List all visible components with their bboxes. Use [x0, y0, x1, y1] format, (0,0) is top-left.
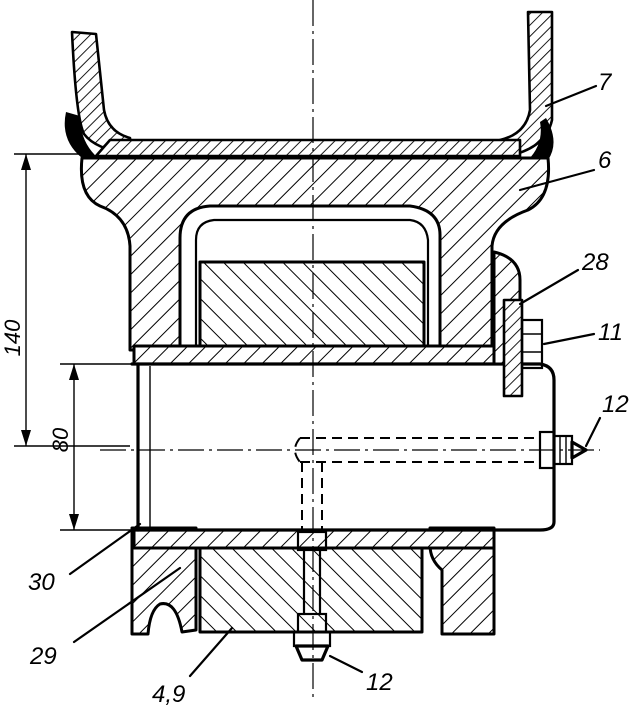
label-29: 29: [29, 643, 57, 670]
dimension-80-label: 80: [48, 427, 73, 452]
bolt-head: [520, 318, 544, 370]
label-30: 30: [28, 569, 55, 596]
label-11: 11: [598, 319, 623, 346]
upper-bushing-ring: [132, 344, 496, 366]
upper-roller-block: [198, 260, 426, 350]
lock-washer: [502, 298, 524, 398]
weld-left: [64, 112, 98, 158]
leader-lines: [68, 84, 602, 678]
retaining-plate-assembly: [492, 250, 544, 398]
left-lower-flange: [130, 526, 198, 636]
upper-housing-shell: [64, 10, 554, 160]
axle-outline: [130, 362, 556, 532]
shell-bottom-plate: [94, 138, 522, 158]
dimension-80: [60, 363, 132, 531]
label-12-right: 12: [602, 391, 629, 418]
dimension-140: [14, 153, 130, 447]
carrier-body: [79, 156, 551, 352]
shell-left-wall: [70, 30, 134, 156]
label-4-9: 4,9: [152, 681, 185, 708]
dimension-140-label: 140: [0, 319, 25, 356]
grease-nipple-bottom: [292, 530, 332, 662]
weld-right: [528, 118, 554, 160]
label-12-bottom: 12: [366, 669, 393, 696]
label-6: 6: [598, 147, 612, 174]
axle-pin: [130, 362, 556, 532]
carrier-cavity-outline: [194, 218, 430, 352]
label-7: 7: [598, 69, 613, 96]
lower-roller-block: [198, 546, 424, 634]
lube-channel-end: [294, 437, 301, 463]
carrier-body-section: [79, 156, 551, 352]
label-28: 28: [581, 249, 609, 276]
